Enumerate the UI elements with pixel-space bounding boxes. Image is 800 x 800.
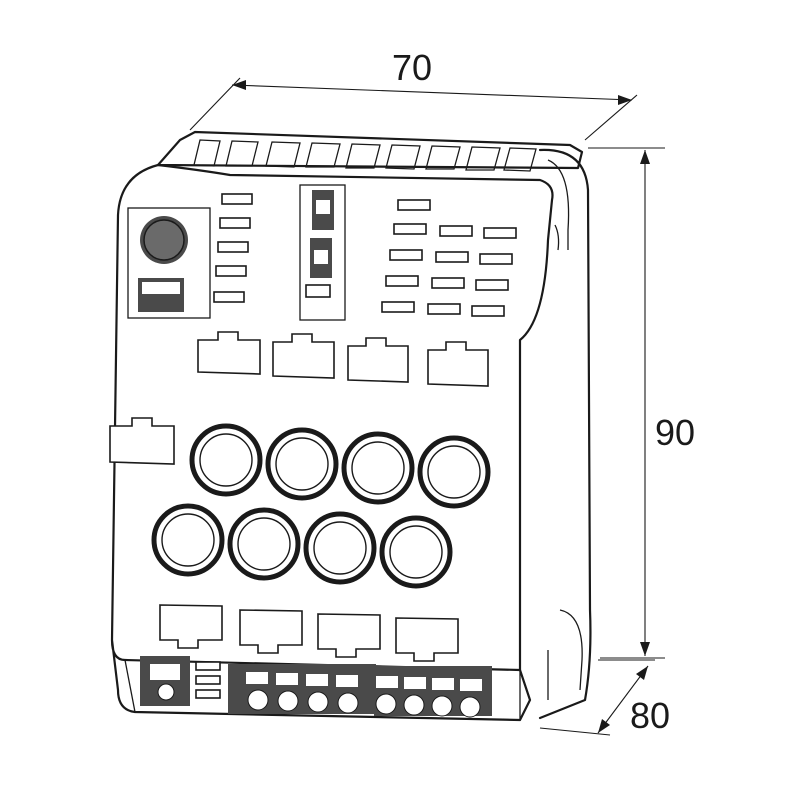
led-column-1 xyxy=(213,193,253,303)
status-window xyxy=(127,207,211,319)
width-label: 70 xyxy=(392,47,432,88)
depth-dimension: 80 xyxy=(539,659,670,736)
connector-row-1 xyxy=(189,423,491,509)
connector-row-2 xyxy=(151,503,453,589)
height-dimension: 90 xyxy=(588,147,695,659)
depth-label: 80 xyxy=(630,695,670,736)
left-label-tab xyxy=(109,417,175,465)
device-body xyxy=(109,130,592,722)
top-vents xyxy=(193,139,537,172)
upper-label-tabs xyxy=(197,331,489,387)
terminal-block xyxy=(124,656,521,721)
lower-label-tabs xyxy=(159,604,459,662)
height-label: 90 xyxy=(655,412,695,453)
dip-switches xyxy=(299,184,346,321)
width-dimension: 70 xyxy=(189,47,638,141)
led-grid xyxy=(381,199,517,317)
